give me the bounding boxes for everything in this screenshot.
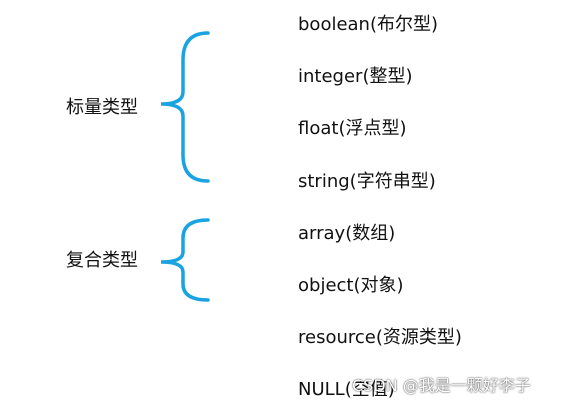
group-label-scalar: 标量类型: [66, 97, 138, 118]
type-float: float(浮点型): [298, 118, 407, 139]
type-boolean: boolean(布尔型): [298, 14, 439, 35]
group-label-compound: 复合类型: [66, 250, 138, 271]
type-resource: resource(资源类型): [298, 327, 462, 348]
scalar-brace: [160, 31, 210, 183]
compound-brace: [160, 218, 210, 302]
type-integer: integer(整型): [298, 66, 413, 87]
type-array: array(数组): [298, 223, 396, 244]
csdn-watermark: CSDN @我是一颗好李子: [352, 376, 531, 395]
type-string: string(字符串型): [298, 171, 436, 192]
type-object: object(对象): [298, 275, 404, 296]
type-null: NULL(空值): [298, 379, 395, 400]
